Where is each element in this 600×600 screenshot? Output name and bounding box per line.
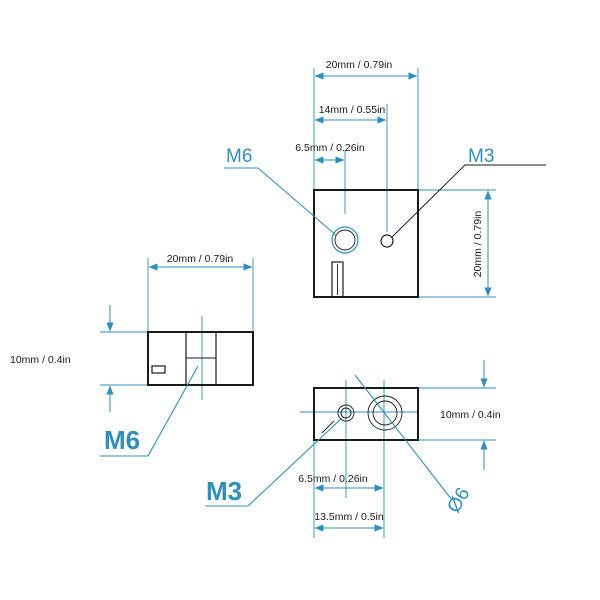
m6-hole-outer-icon — [331, 226, 359, 254]
side-heater-slot-icon — [151, 365, 166, 374]
front-chamfer-mark — [321, 420, 335, 434]
top-height-dimension-label: 20mm / 0.79in — [472, 211, 484, 278]
front-m3-hole-outer-icon — [337, 404, 355, 422]
top-view-block-outline — [313, 189, 419, 298]
side-m6-leader-line — [147, 365, 199, 457]
front-height-dimension-label: 10mm / 0.4in — [440, 409, 501, 421]
side-width-dimension-label: 20mm / 0.79in — [167, 253, 234, 265]
front-m3-leader-line — [247, 417, 343, 507]
front-diameter-leader-line — [354, 374, 453, 501]
front-m3-offset-dimension-label: 6.5mm / 0.26in — [298, 473, 368, 485]
front-m3-callout: M3 — [206, 476, 242, 506]
side-view-block-outline — [147, 331, 254, 386]
top-width-dimension-label: 20mm / 0.79in — [326, 59, 393, 71]
front-view-block-outline — [313, 387, 419, 441]
side-view: 20mm / 0.79in 10mm / 0.4in M6 — [10, 253, 254, 457]
front-diameter-callout: Ø6 — [443, 484, 474, 516]
top-m3-callout: M3 — [468, 146, 494, 167]
side-m6-callout: M6 — [104, 425, 140, 455]
top-m3-leader-line — [391, 164, 546, 238]
m6-offset-dimension-label: 6.5mm / 0.26in — [295, 142, 365, 154]
top-m6-leader-line — [224, 167, 338, 237]
front-m6-hole-outer-icon — [367, 395, 403, 431]
front-view: 10mm / 0.4in 6.5mm / 0.26in 13.5mm / 0.5… — [205, 360, 501, 538]
front-m6-offset-dimension-label: 13.5mm / 0.5in — [314, 511, 384, 523]
m3-offset-dimension-label: 14mm / 0.55in — [319, 104, 386, 116]
side-height-dimension-label: 10mm / 0.4in — [10, 354, 71, 366]
front-m3-hole-inner-icon — [340, 407, 352, 419]
m3-hole-icon — [380, 234, 394, 248]
heater-slot-icon — [331, 261, 344, 298]
m6-hole-inner-icon — [334, 229, 356, 251]
front-m6-hole-inner-icon — [372, 400, 398, 426]
top-view: 20mm / 0.79in 14mm / 0.55in 6.5mm / 0.26… — [224, 59, 546, 298]
top-m6-callout: M6 — [226, 146, 252, 167]
